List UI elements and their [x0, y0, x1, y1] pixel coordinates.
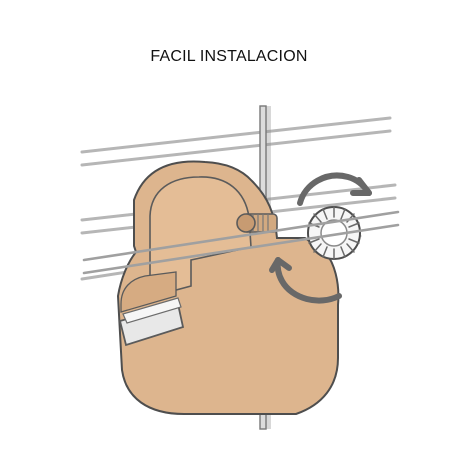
- front-rod-1: [82, 210, 400, 262]
- front-rod-2: [82, 223, 400, 275]
- rotation-arrow-bottom-head: [269, 257, 292, 273]
- glass-line-2: [80, 129, 392, 167]
- glass-line-1: [80, 116, 392, 154]
- rotation-arrow-bottom: [274, 257, 342, 304]
- rotation-arrow-top-head: [350, 177, 372, 196]
- knob-ribs: [308, 206, 360, 260]
- rotation-arrows: [269, 172, 372, 304]
- bracket-clip: [116, 160, 340, 415]
- screw-tip: [236, 213, 256, 233]
- screw: [236, 213, 278, 233]
- front-rod-lines: [82, 210, 400, 275]
- page-title: FACIL INSTALACION: [150, 48, 308, 65]
- bracket-bottom-recess: [120, 271, 177, 313]
- bracket-groove: [122, 297, 182, 324]
